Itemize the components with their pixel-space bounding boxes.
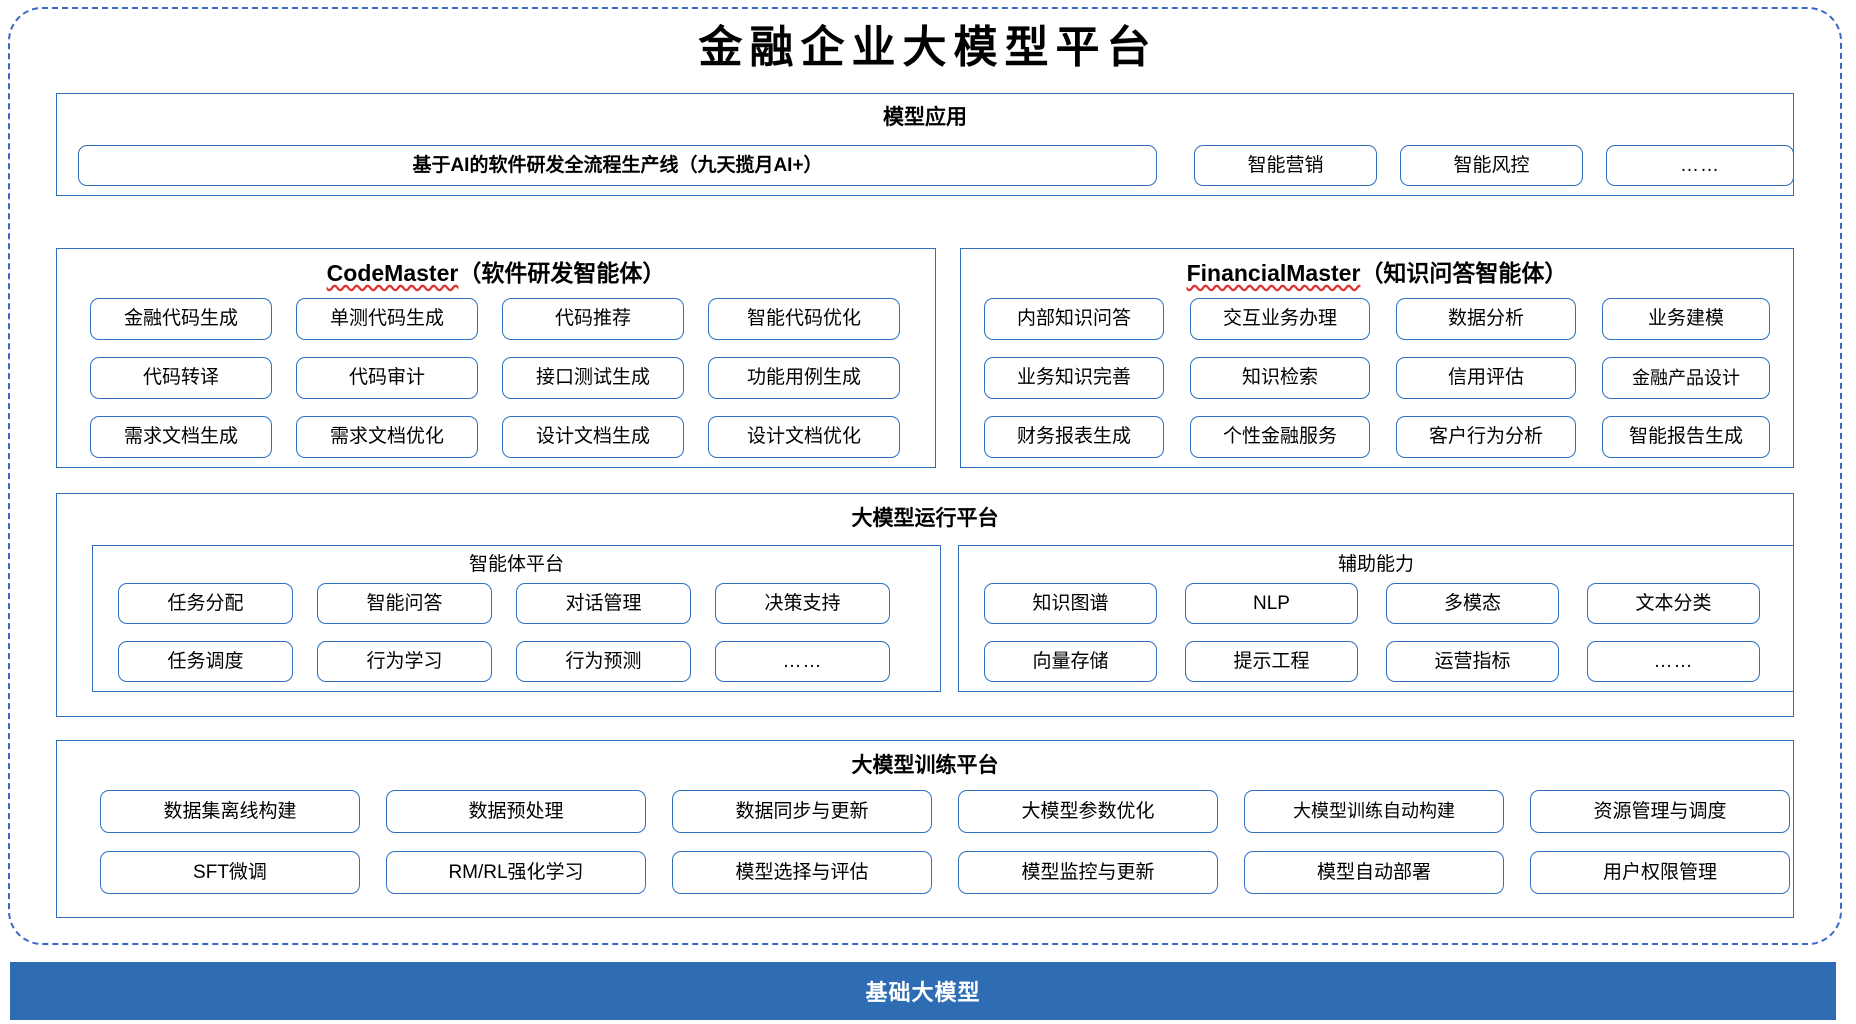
codemaster-chip-4[interactable]: 智能代码优化 <box>708 298 900 340</box>
section-title-model-application: 模型应用 <box>883 106 967 129</box>
agent-platform-chip-1[interactable]: 任务分配 <box>118 583 293 624</box>
subsection-title-agent-platform: 智能体平台 <box>468 554 564 575</box>
training-chip-2[interactable]: 数据预处理 <box>386 790 646 833</box>
training-chip-7[interactable]: SFT微调 <box>100 851 360 894</box>
codemaster-chip-12[interactable]: 设计文档优化 <box>708 416 900 458</box>
subsection-title-support-capability: 辅助能力 <box>1337 554 1414 575</box>
app-chip-more[interactable]: …… <box>1606 145 1794 186</box>
section-title-training-platform: 大模型训练平台 <box>851 754 999 777</box>
financialmaster-chip-7[interactable]: 信用评估 <box>1396 357 1576 399</box>
financialmaster-chip-9[interactable]: 财务报表生成 <box>984 416 1164 458</box>
codemaster-chip-11[interactable]: 设计文档生成 <box>502 416 684 458</box>
support-capability-chip-1[interactable]: 知识图谱 <box>984 583 1157 624</box>
codemaster-chip-2[interactable]: 单测代码生成 <box>296 298 478 340</box>
codemaster-chip-1[interactable]: 金融代码生成 <box>90 298 272 340</box>
section-title-runtime-platform: 大模型运行平台 <box>851 507 999 530</box>
agent-title-financialmaster: FinancialMaster（知识问答智能体） <box>960 262 1794 285</box>
training-chip-12[interactable]: 用户权限管理 <box>1530 851 1790 894</box>
support-capability-chip-2[interactable]: NLP <box>1185 583 1358 624</box>
support-capability-chip-3[interactable]: 多模态 <box>1386 583 1559 624</box>
support-capability-chip-4[interactable]: 文本分类 <box>1587 583 1760 624</box>
codemaster-chip-7[interactable]: 接口测试生成 <box>502 357 684 399</box>
codemaster-chip-9[interactable]: 需求文档生成 <box>90 416 272 458</box>
support-capability-chip-6[interactable]: 提示工程 <box>1185 641 1358 682</box>
training-chip-4[interactable]: 大模型参数优化 <box>958 790 1218 833</box>
agent-platform-chip-2[interactable]: 智能问答 <box>317 583 492 624</box>
financialmaster-chip-5[interactable]: 业务知识完善 <box>984 357 1164 399</box>
base-model-bar: 基础大模型 <box>10 962 1836 1020</box>
training-chip-5[interactable]: 大模型训练自动构建 <box>1244 790 1504 833</box>
codemaster-chip-5[interactable]: 代码转译 <box>90 357 272 399</box>
agent-platform-chip-4[interactable]: 决策支持 <box>715 583 890 624</box>
financialmaster-chip-6[interactable]: 知识检索 <box>1190 357 1370 399</box>
financialmaster-chip-4[interactable]: 业务建模 <box>1602 298 1770 340</box>
training-chip-1[interactable]: 数据集离线构建 <box>100 790 360 833</box>
app-chip-smart-risk-control[interactable]: 智能风控 <box>1400 145 1583 186</box>
base-model-label: 基础大模型 <box>865 980 981 1005</box>
financialmaster-chip-8[interactable]: 金融产品设计 <box>1602 357 1770 399</box>
codemaster-chip-6[interactable]: 代码审计 <box>296 357 478 399</box>
training-chip-10[interactable]: 模型监控与更新 <box>958 851 1218 894</box>
page-title: 金融企业大模型平台 <box>698 22 1158 73</box>
financialmaster-chip-11[interactable]: 客户行为分析 <box>1396 416 1576 458</box>
agent-platform-chip-7[interactable]: 行为预测 <box>516 641 691 682</box>
financialmaster-chip-3[interactable]: 数据分析 <box>1396 298 1576 340</box>
support-capability-chip-8[interactable]: …… <box>1587 641 1760 682</box>
training-chip-6[interactable]: 资源管理与调度 <box>1530 790 1790 833</box>
agent-platform-chip-6[interactable]: 行为学习 <box>317 641 492 682</box>
financialmaster-chip-2[interactable]: 交互业务办理 <box>1190 298 1370 340</box>
agent-subtitle-codemaster: （软件研发智能体） <box>458 260 666 286</box>
agent-title-codemaster: CodeMaster（软件研发智能体） <box>56 262 936 285</box>
agent-name-codemaster: CodeMaster <box>326 260 459 286</box>
training-chip-9[interactable]: 模型选择与评估 <box>672 851 932 894</box>
financialmaster-chip-10[interactable]: 个性金融服务 <box>1190 416 1370 458</box>
agent-name-financialmaster: FinancialMaster <box>1186 260 1361 286</box>
codemaster-chip-8[interactable]: 功能用例生成 <box>708 357 900 399</box>
app-chip-smart-marketing[interactable]: 智能营销 <box>1194 145 1377 186</box>
training-chip-11[interactable]: 模型自动部署 <box>1244 851 1504 894</box>
financialmaster-chip-1[interactable]: 内部知识问答 <box>984 298 1164 340</box>
training-chip-8[interactable]: RM/RL强化学习 <box>386 851 646 894</box>
agent-platform-chip-5[interactable]: 任务调度 <box>118 641 293 682</box>
codemaster-chip-3[interactable]: 代码推荐 <box>502 298 684 340</box>
agent-platform-chip-3[interactable]: 对话管理 <box>516 583 691 624</box>
agent-platform-chip-8[interactable]: …… <box>715 641 890 682</box>
codemaster-chip-10[interactable]: 需求文档优化 <box>296 416 478 458</box>
agent-subtitle-financialmaster: （知识问答智能体） <box>1360 260 1568 286</box>
training-chip-3[interactable]: 数据同步与更新 <box>672 790 932 833</box>
support-capability-chip-7[interactable]: 运营指标 <box>1386 641 1559 682</box>
financialmaster-chip-12[interactable]: 智能报告生成 <box>1602 416 1770 458</box>
app-chip-ai-pipeline[interactable]: 基于AI的软件研发全流程生产线（九天揽月AI+） <box>78 145 1157 186</box>
support-capability-chip-5[interactable]: 向量存储 <box>984 641 1157 682</box>
